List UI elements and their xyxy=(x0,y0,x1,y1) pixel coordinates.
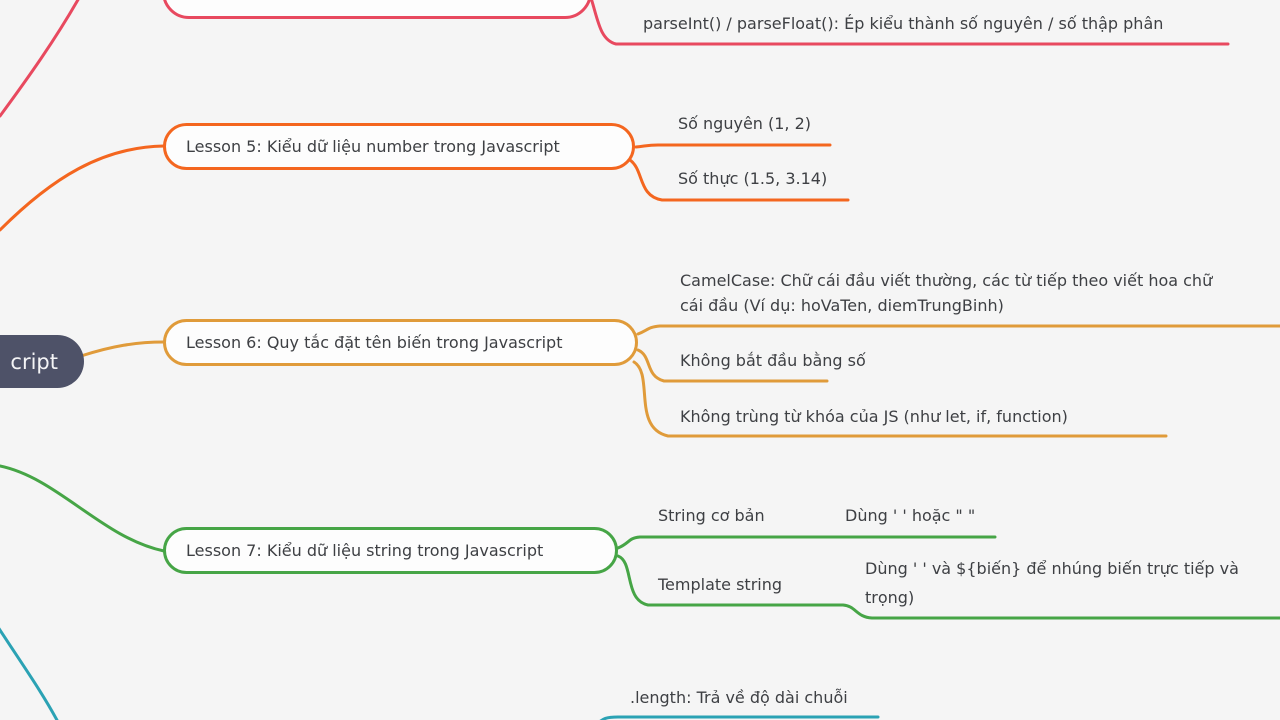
lesson6-topic-label: Lesson 6: Quy tắc đặt tên biến trong Jav… xyxy=(186,333,563,352)
root-topic-node[interactable]: cript xyxy=(0,335,84,388)
connector-lesson7-string-co-ban-underline xyxy=(616,535,997,550)
lesson6-topic-node[interactable]: Lesson 6: Quy tắc đặt tên biến trong Jav… xyxy=(163,319,638,366)
lesson7-topic-node[interactable]: Lesson 7: Kiểu dữ liệu string trong Java… xyxy=(163,527,618,574)
lesson5-topic-label: Lesson 5: Kiểu dữ liệu number trong Java… xyxy=(186,137,560,156)
leaf-camelcase-line2[interactable]: cái đầu (Ví dụ: hoVaTen, diemTrungBinh) xyxy=(680,296,1004,315)
leaf-parseint-parsefloat[interactable]: parseInt() / parseFloat(): Ép kiểu thành… xyxy=(643,14,1164,33)
connector-lesson6-camelcase-underline xyxy=(636,324,1280,336)
leaf-camelcase-line1[interactable]: CamelCase: Chữ cái đầu viết thường, các … xyxy=(680,271,1213,290)
root-topic-label: cript xyxy=(10,349,58,374)
connector-root-lesson6 xyxy=(79,340,166,358)
leaf-template-string[interactable]: Template string xyxy=(658,575,783,594)
lesson4-topic-node[interactable] xyxy=(162,0,592,19)
leaf-khong-bat-dau-bang-so[interactable]: Không bắt đầu bằng số xyxy=(680,351,866,370)
leaf-so-thuc[interactable]: Số thực (1.5, 3.14) xyxy=(678,169,828,188)
leaf-khong-trung-tu-khoa[interactable]: Không trùng từ khóa của JS (như let, if,… xyxy=(680,407,1068,426)
leaf-template-detail-line2[interactable]: trọng) xyxy=(865,588,915,607)
leaf-so-nguyen[interactable]: Số nguyên (1, 2) xyxy=(678,114,812,133)
connector-root-lesson5 xyxy=(0,144,166,232)
connector-root-lesson4 xyxy=(0,0,80,118)
leaf-length-property[interactable]: .length: Trả về độ dài chuỗi xyxy=(630,688,848,707)
connector-root-lesson7 xyxy=(0,464,166,553)
leaf-dung-quote-detail[interactable]: Dùng ' ' hoặc " " xyxy=(845,506,976,525)
lesson7-topic-label: Lesson 7: Kiểu dữ liệu string trong Java… xyxy=(186,541,544,560)
leaf-string-co-ban[interactable]: String cơ bản xyxy=(658,506,765,525)
lesson5-topic-node[interactable]: Lesson 5: Kiểu dữ liệu number trong Java… xyxy=(163,123,635,170)
connector-root-lesson8 xyxy=(0,627,59,720)
leaf-template-detail-line1[interactable]: Dùng ' ' và ${biến} để nhúng biến trực t… xyxy=(865,559,1239,578)
connector-lesson5-so-nguyen-underline xyxy=(634,143,832,149)
